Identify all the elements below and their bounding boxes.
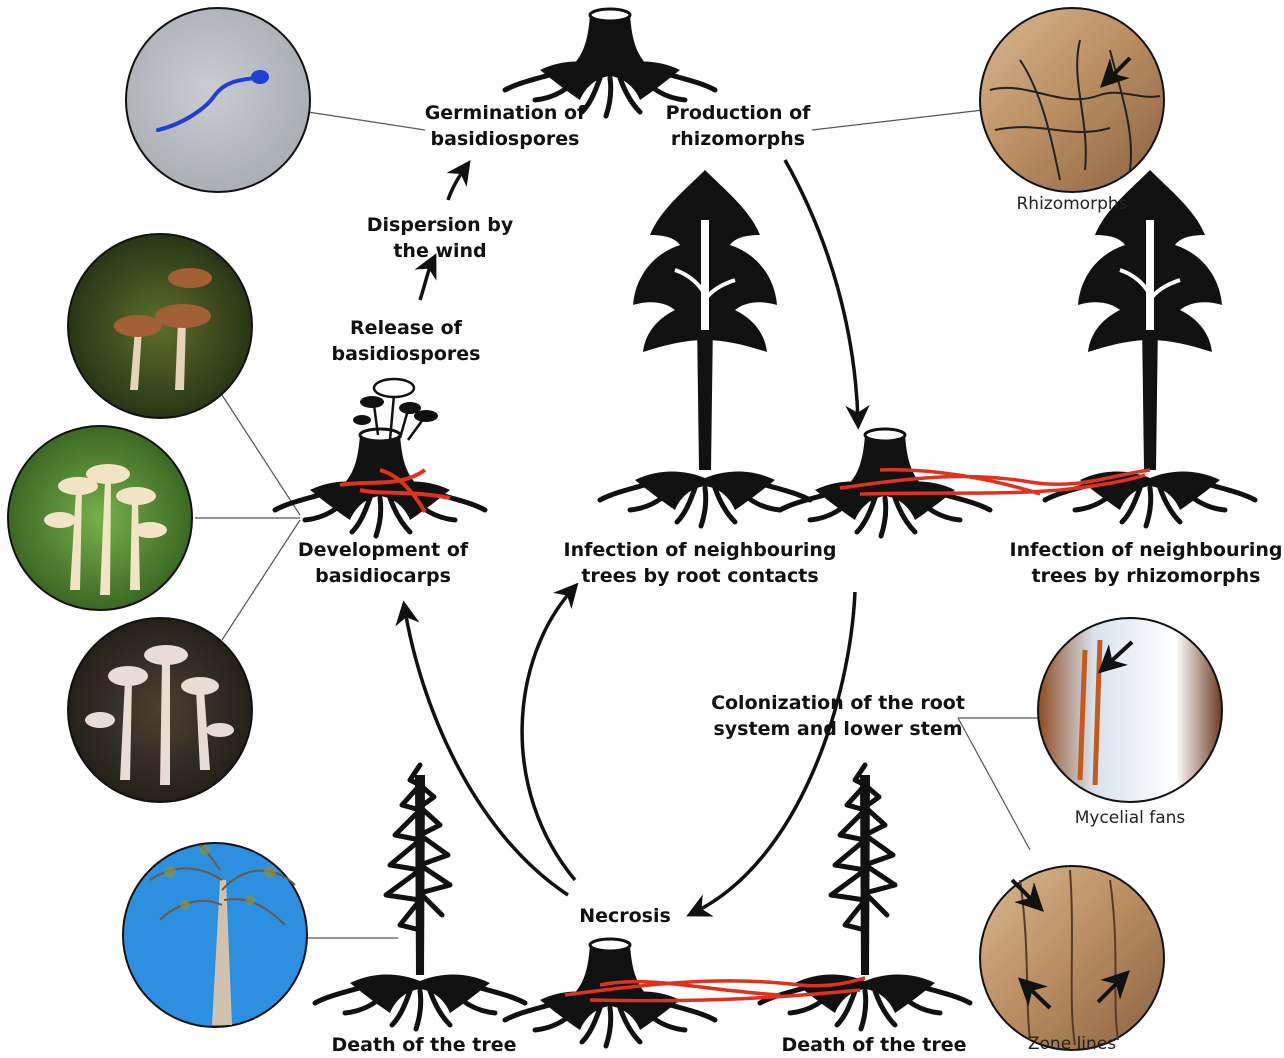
- arrow-dispersion-to-germination: [448, 168, 465, 200]
- honey-mushroom-cluster-photo-2: [8, 426, 192, 610]
- healthy-tree-right-icon: [1045, 170, 1255, 526]
- label-development: Development ofbasidiocarps: [298, 537, 468, 589]
- label-production-rhizomorphs: Production ofrhizomorphs: [666, 100, 811, 152]
- zone-lines-photo: [980, 866, 1164, 1050]
- infected-stump-bottom-icon: [505, 939, 715, 1046]
- mycelial-fans-photo: [1038, 618, 1222, 802]
- caption-zone-lines: Zone lines: [1028, 1034, 1116, 1054]
- caption-rhizomorphs: Rhizomorphs: [1016, 194, 1127, 214]
- spore-germination-photo: [126, 8, 310, 192]
- arrow-necrosis-to-development: [405, 610, 568, 895]
- label-death-left: Death of the tree: [332, 1032, 517, 1058]
- arrow-release-to-dispersion: [420, 262, 432, 300]
- cycle-arrows: [405, 160, 858, 912]
- photo-connector-lines: [195, 110, 1038, 938]
- honey-mushroom-cluster-photo-3: [68, 618, 252, 802]
- label-release: Release ofbasidiospores: [332, 315, 481, 367]
- honey-mushroom-cluster-photo-1: [68, 234, 252, 418]
- label-colonization: Colonization of the rootsystem and lower…: [711, 690, 965, 742]
- arrow-production-to-infection: [785, 160, 858, 420]
- arrow-colonization-to-necrosis: [695, 592, 855, 912]
- dead-tree-right-icon: [760, 765, 970, 1029]
- dead-tree-photo: [123, 843, 307, 1027]
- label-dispersion: Dispersion bythe wind: [367, 212, 513, 264]
- arrow-necrosis-to-infection-root: [522, 590, 575, 880]
- stump-with-mushrooms-icon: [275, 379, 485, 536]
- label-necrosis: Necrosis: [579, 903, 671, 929]
- dead-tree-left-icon: [315, 765, 525, 1029]
- label-infection-rhizomorphs: Infection of neighbouringtrees by rhizom…: [1010, 537, 1283, 589]
- label-infection-root-contacts: Infection of neighbouringtrees by root c…: [564, 537, 837, 589]
- label-death-right: Death of the tree: [782, 1032, 967, 1058]
- healthy-tree-left-icon: [600, 170, 810, 526]
- caption-mycelial-fans: Mycelial fans: [1075, 808, 1186, 828]
- label-germination: Germination ofbasidiospores: [425, 100, 586, 152]
- rhizomorphs-photo: [980, 8, 1164, 192]
